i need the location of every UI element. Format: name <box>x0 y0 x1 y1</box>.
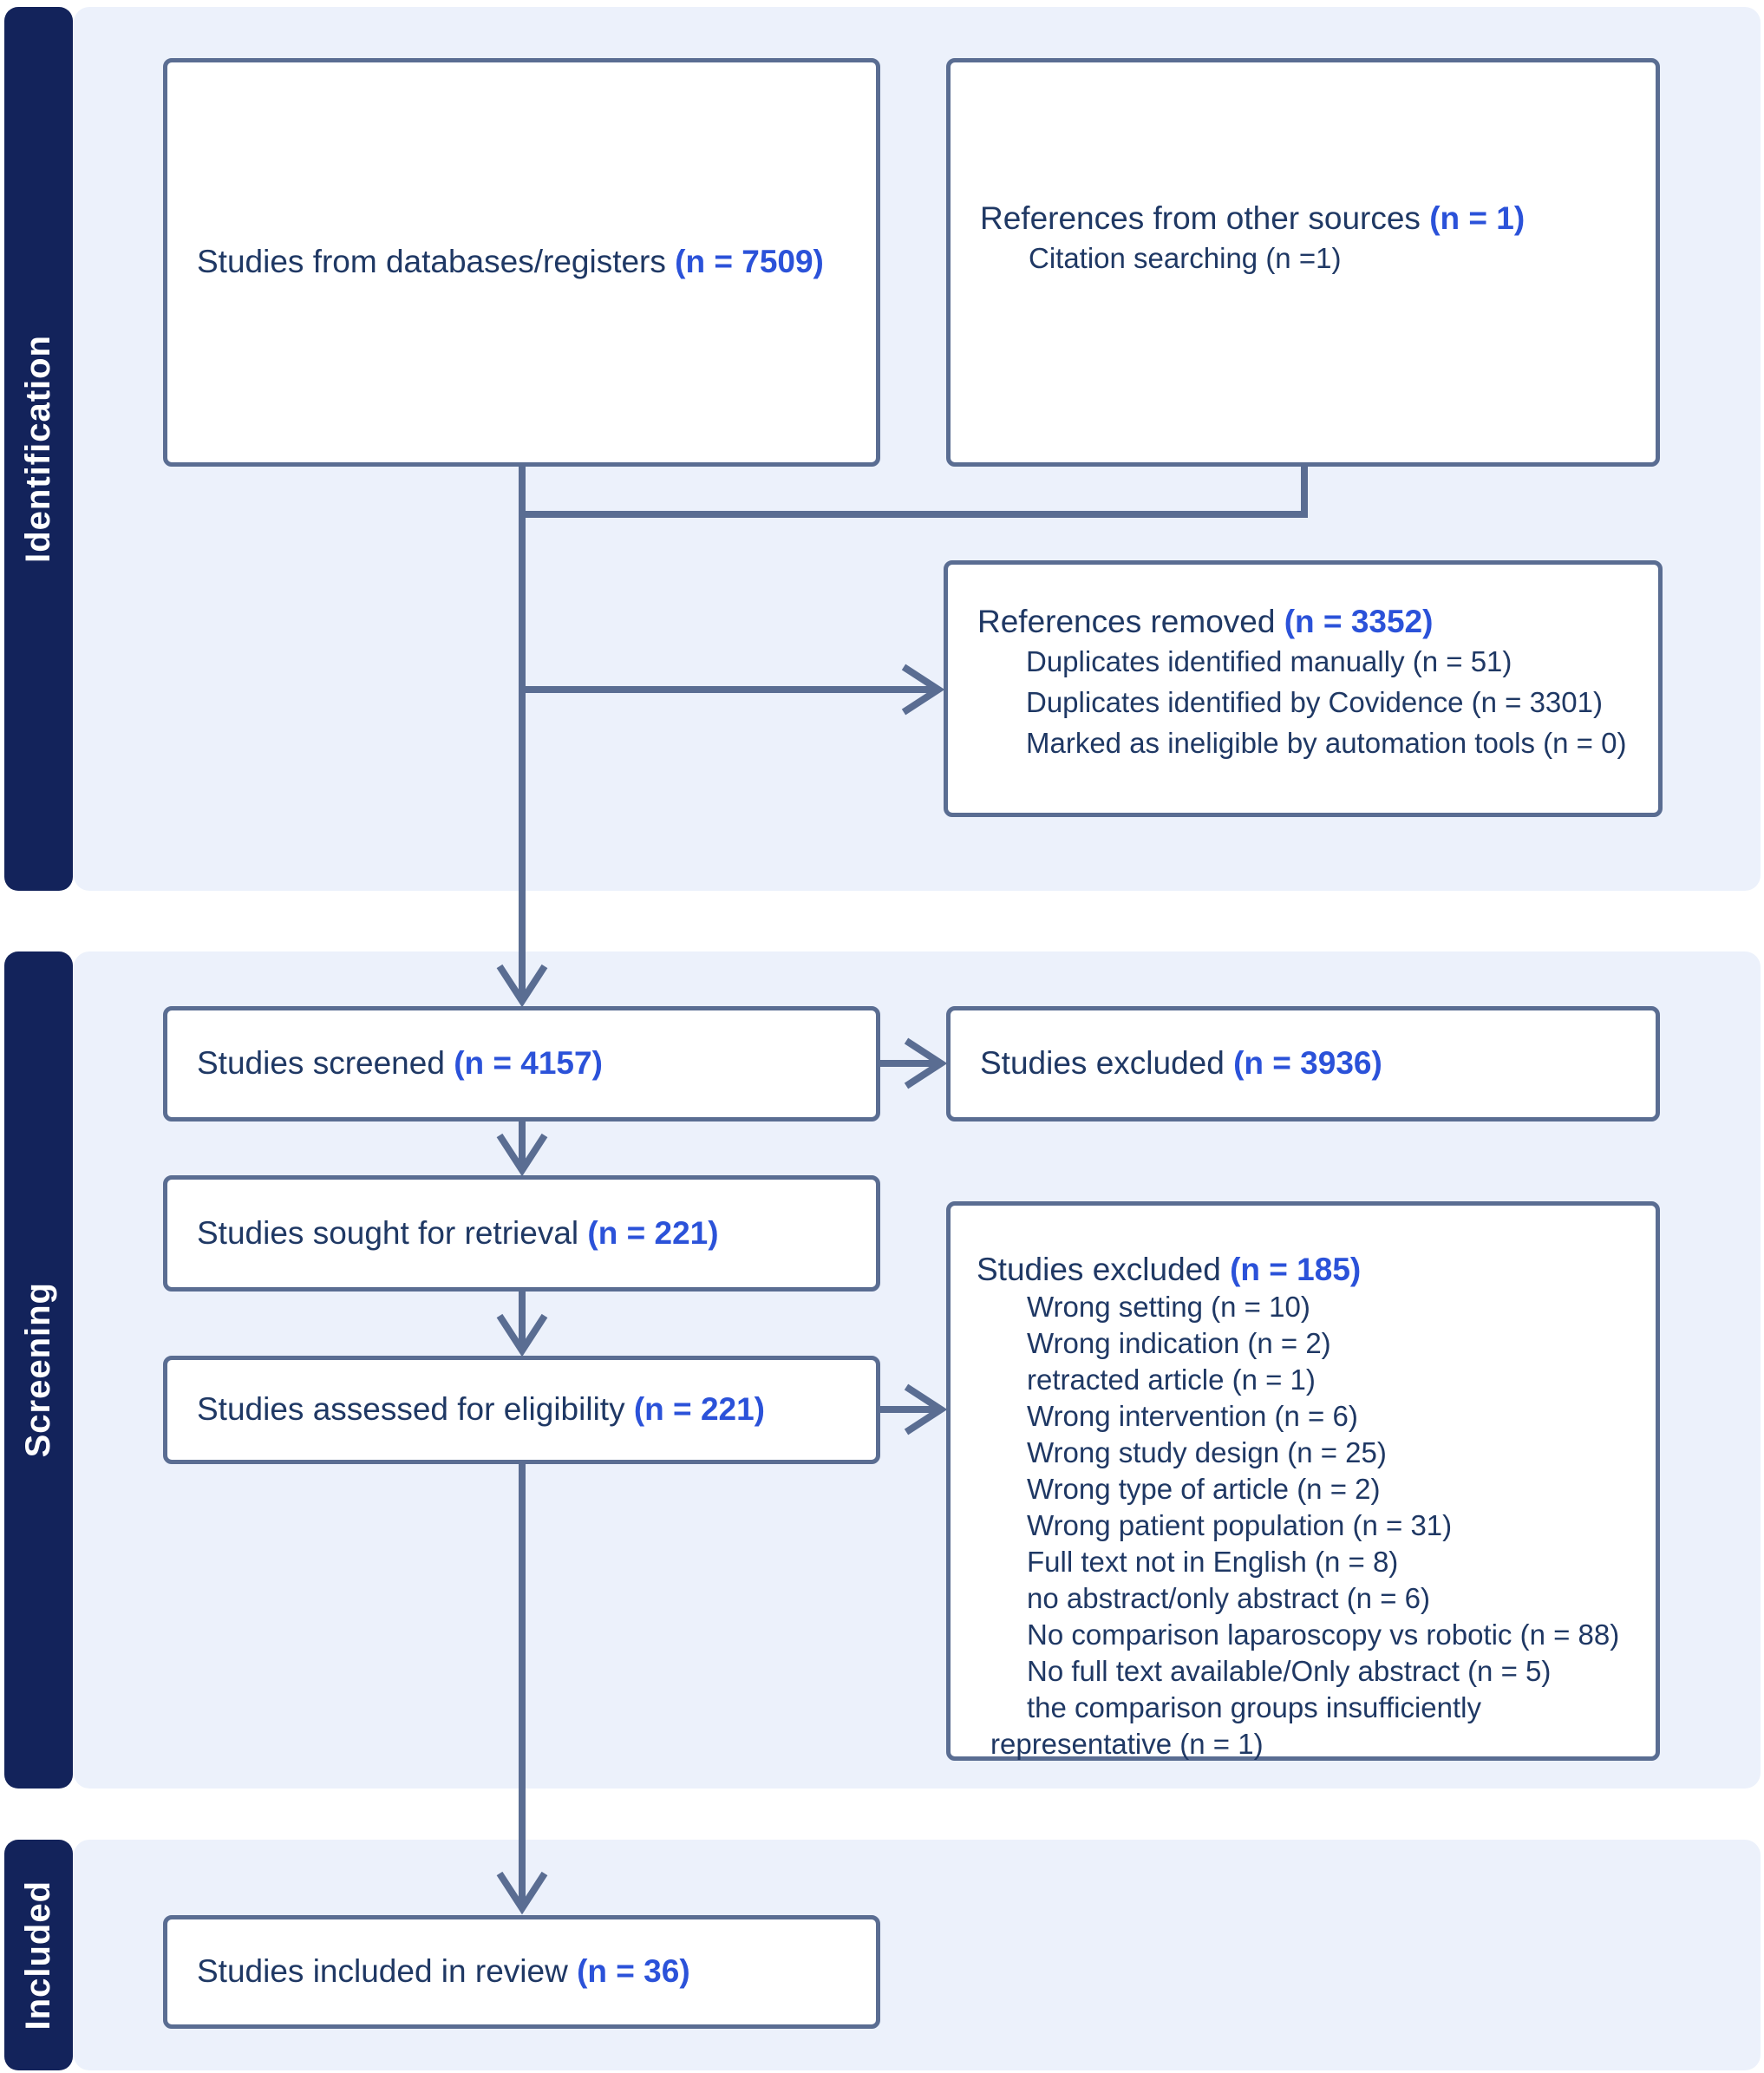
box-subitem-hanging: representative (n = 1) <box>990 1728 1264 1761</box>
box-studies-sought: Studies sought for retrieval (n = 221) <box>163 1175 880 1292</box>
box-label: Studies excluded <box>977 1252 1231 1287</box>
box-subitem: no abstract/only abstract (n = 6) <box>1027 1582 1430 1615</box>
box-subitem: Wrong setting (n = 10) <box>1027 1291 1310 1324</box>
box-subitem: No full text available/Only abstract (n … <box>1027 1655 1552 1688</box>
screening-label: Screening <box>19 1282 57 1458</box>
box-count: (n = 221) <box>633 1391 766 1428</box>
box-studies-assessed: Studies assessed for eligibility (n = 22… <box>163 1356 880 1464</box>
box-studies-excluded-screening: Studies excluded (n = 3936) <box>946 1006 1660 1122</box>
box-studies-excluded-eligibility: Studies excluded (n = 185) Wrong setting… <box>946 1201 1660 1761</box>
box-references-other-sources: References from other sources (n = 1) Ci… <box>946 58 1660 467</box>
box-label: Studies assessed for eligibility <box>197 1391 634 1428</box>
box-subitem: Full text not in English (n = 8) <box>1027 1546 1399 1579</box>
box-label: References removed <box>977 604 1284 639</box>
box-studies-included: Studies included in review (n = 36) <box>163 1915 880 2029</box>
identification-label: Identification <box>19 335 57 563</box>
box-subitem: Wrong study design (n = 25) <box>1027 1436 1387 1469</box>
box-count: (n = 221) <box>587 1214 719 1251</box>
included-sidebar: Included <box>4 1840 73 2070</box>
box-label: Studies excluded <box>980 1045 1234 1082</box>
box-subitem: Marked as ineligible by automation tools… <box>1026 727 1627 760</box>
box-count: (n = 7509) <box>675 244 824 280</box>
box-label: Studies screened <box>197 1045 454 1082</box>
box-subitem: Wrong patient population (n = 31) <box>1027 1509 1453 1542</box>
box-text: Studies screened (n = 4157) <box>167 1044 611 1082</box>
box-studies-screened: Studies screened (n = 4157) <box>163 1006 880 1122</box>
included-label: Included <box>19 1880 57 2030</box>
box-subitem: Wrong indication (n = 2) <box>1027 1327 1331 1360</box>
box-text: Studies sought for retrieval (n = 221) <box>167 1214 728 1252</box>
box-count: (n = 3352) <box>1284 604 1434 639</box>
box-subitem: Wrong intervention (n = 6) <box>1027 1400 1358 1433</box>
box-text: Studies excluded (n = 3936) <box>951 1044 1391 1082</box>
box-text: References removed (n = 3352) <box>948 603 1658 641</box>
box-subitem: Duplicates identified by Covidence (n = … <box>1026 686 1603 719</box>
box-text: References from other sources (n = 1) <box>951 199 1656 238</box>
box-text: Studies included in review (n = 36) <box>167 1952 699 1991</box>
box-count: (n = 36) <box>577 1953 690 1990</box>
box-label: Studies included in review <box>197 1953 578 1990</box>
box-subitem: Citation searching (n =1) <box>1029 242 1342 275</box>
box-count: (n = 4157) <box>454 1045 603 1082</box>
box-count: (n = 1) <box>1429 200 1526 236</box>
box-label: References from other sources <box>980 200 1430 236</box>
box-subitem: Duplicates identified manually (n = 51) <box>1026 645 1512 678</box>
box-studies-from-databases: Studies from databases/registers (n = 75… <box>163 58 880 467</box>
box-subitem: retracted article (n = 1) <box>1027 1363 1316 1396</box>
box-label: Studies from databases/registers <box>197 244 676 280</box>
identification-sidebar: Identification <box>4 7 73 891</box>
screening-sidebar: Screening <box>4 951 73 1789</box>
box-text: Studies assessed for eligibility (n = 22… <box>167 1390 774 1429</box>
box-subitem: Wrong type of article (n = 2) <box>1027 1473 1381 1506</box>
box-references-removed: References removed (n = 3352) Duplicates… <box>944 560 1663 817</box>
box-subitem: the comparison groups insufficiently <box>1027 1691 1482 1724</box>
box-count: (n = 185) <box>1230 1252 1362 1287</box>
box-subitem: No comparison laparoscopy vs robotic (n … <box>1027 1619 1620 1651</box>
box-text: Studies excluded (n = 185) <box>951 1251 1656 1289</box>
box-text: Studies from databases/registers (n = 75… <box>167 243 833 281</box>
box-label: Studies sought for retrieval <box>197 1214 588 1251</box>
box-count: (n = 3936) <box>1233 1045 1382 1082</box>
